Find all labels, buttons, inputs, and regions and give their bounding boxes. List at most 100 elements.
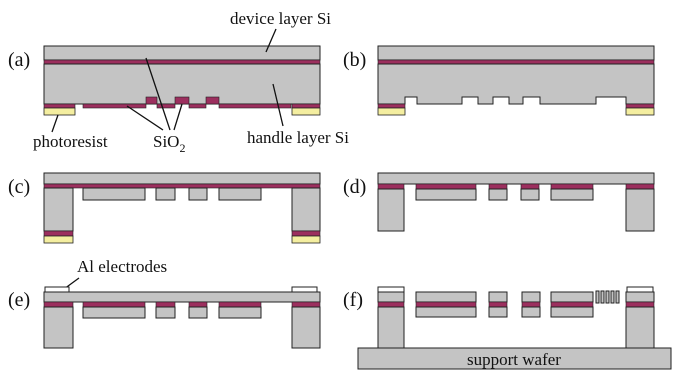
panel-a-photoresist-left [43, 107, 76, 116]
handle-island [155, 306, 176, 319]
handle-island [82, 306, 146, 319]
oxide-segment [377, 183, 405, 190]
panel-d-letter: (d) [343, 176, 366, 198]
panel-b-letter: (b) [343, 49, 366, 71]
handle-island [82, 187, 146, 201]
comb-finger [610, 290, 615, 304]
panel-a-backside-oxide [43, 103, 321, 109]
panel-a-letter: (a) [8, 49, 30, 71]
released-oxide [488, 301, 508, 308]
released-device [415, 291, 477, 303]
handle-island [488, 188, 508, 201]
handle-island [550, 188, 594, 201]
panel-c-backside-oxide-left [43, 230, 74, 237]
panel-b-backside-oxide-right [625, 103, 655, 109]
released-handle [415, 306, 477, 318]
handle-pillar-right [291, 306, 321, 349]
panel-b-etched-handle-layer [377, 63, 655, 105]
panel-c-device-layer [43, 172, 321, 185]
backside-oxide-segment [43, 103, 76, 109]
backside-oxide-segment [218, 103, 292, 109]
support-wafer-label: support wafer [467, 350, 561, 369]
panel-a: (a) device layer Si handle layer Si phot… [8, 9, 349, 155]
oxide-segment [43, 301, 74, 308]
oxide-segment [82, 301, 146, 308]
comb-finger [600, 290, 605, 304]
handle-pillar-left [377, 188, 405, 232]
backside-oxide-segment [156, 103, 176, 109]
oxide-segment [625, 183, 655, 190]
oxide-segment [415, 183, 477, 190]
released-handle [521, 306, 541, 318]
handle-pillar-left [43, 187, 74, 232]
panel-e-handle-features [43, 306, 321, 349]
device-layer-label: device layer Si [230, 9, 331, 28]
oxide-segment [488, 183, 508, 190]
handle-pillar-left [43, 306, 74, 349]
released-device [488, 291, 508, 303]
handle-layer-leader [272, 83, 284, 127]
released-handle [488, 306, 508, 318]
oxide-mask-bump [145, 96, 158, 105]
panel-f-pillar-right-device [625, 291, 655, 303]
panel-f: (f) support wafer [343, 286, 672, 370]
comb-finger [605, 290, 610, 304]
sio2-leader [126, 105, 164, 131]
oxide-segment [155, 301, 176, 308]
handle-pillar-right [291, 187, 321, 232]
handle-island [155, 187, 176, 201]
sio2-label-main: SiO [153, 132, 179, 151]
panel-f-pillar-left-device [377, 291, 405, 303]
panel-f-al-electrode-right [626, 286, 654, 293]
panel-b-photoresist-left [377, 107, 406, 116]
photoresist-leader [51, 114, 59, 133]
panel-a-photoresist-right [291, 107, 321, 116]
panel-f-al-electrode-left [377, 286, 405, 293]
oxide-segment [520, 183, 540, 190]
handle-island [415, 188, 477, 201]
panel-c-handle-features [43, 187, 321, 232]
panel-d-handle-features [377, 188, 655, 232]
panel-e: (e) Al electrodes [8, 257, 321, 349]
panel-c-backside-oxide-right [291, 230, 321, 237]
panel-b-buried-oxide [377, 59, 655, 65]
handle-island [188, 306, 208, 319]
handle-layer-label: handle layer Si [247, 128, 349, 147]
sio2-leaders [126, 57, 183, 131]
sio2-leader [173, 103, 183, 131]
panel-f-pillar-left-handle [377, 306, 405, 349]
panel-b-backside-oxide-left [377, 103, 406, 109]
panel-d-oxide-segments [377, 183, 655, 190]
panel-d-device-layer [377, 172, 655, 185]
oxide-segment [550, 183, 594, 190]
photoresist-label: photoresist [33, 132, 108, 151]
panel-b: (b) [343, 45, 655, 116]
panel-c-buried-oxide [43, 183, 321, 189]
handle-island [218, 187, 262, 201]
handle-pillar-right [625, 188, 655, 232]
oxide-mask-bump [174, 96, 190, 105]
oxide-mask-bump [205, 96, 220, 105]
panel-e-oxide-segments [43, 301, 321, 308]
sio2-label: SiO2 [153, 132, 185, 155]
panel-f-comb-fingers [595, 290, 620, 304]
panel-a-oxide-bumps [145, 96, 220, 105]
backside-oxide-segment [82, 103, 147, 109]
panel-e-al-electrode-left [44, 286, 70, 293]
panel-e-device-layer [43, 291, 321, 303]
panel-a-buried-oxide [43, 59, 321, 65]
released-oxide [550, 301, 594, 308]
comb-finger [615, 290, 620, 304]
device-layer-leader [265, 28, 277, 53]
panel-e-letter: (e) [8, 289, 30, 311]
panel-b-device-layer [377, 45, 655, 61]
panel-f-pillar-right-oxide [625, 301, 655, 308]
panel-d: (d) [343, 172, 655, 232]
released-device [521, 291, 541, 303]
panel-b-photoresist-right [625, 107, 655, 116]
backside-oxide-segment [188, 103, 207, 109]
sio2-label-subscript: 2 [179, 141, 185, 155]
released-oxide [521, 301, 541, 308]
oxide-segment [218, 301, 262, 308]
